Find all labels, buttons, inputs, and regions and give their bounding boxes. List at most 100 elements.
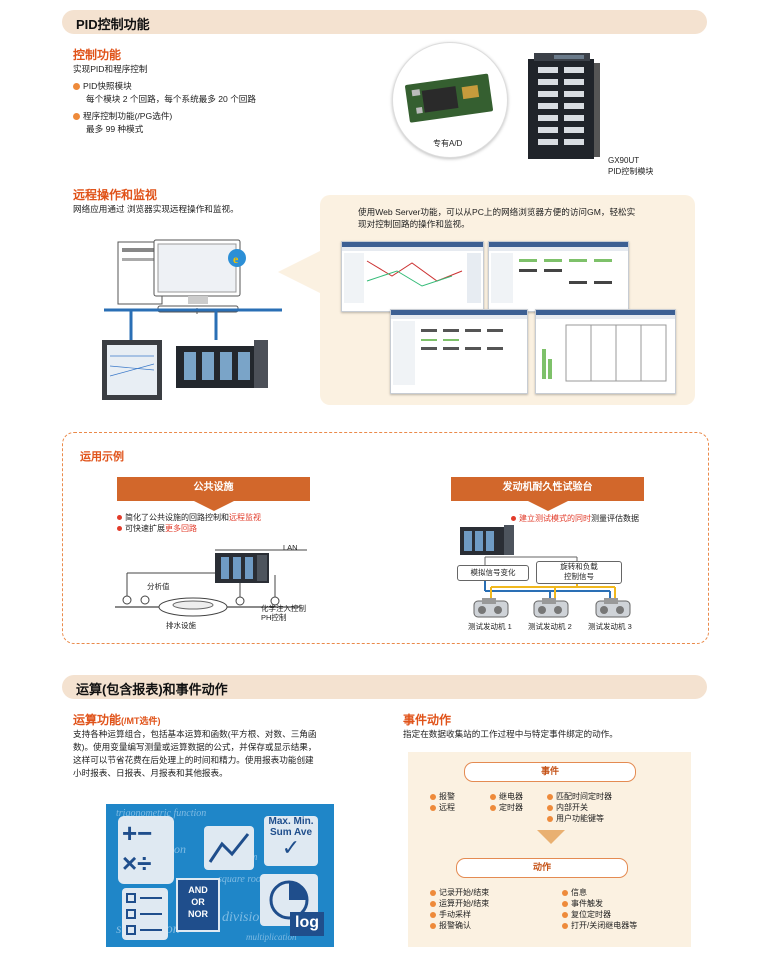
network-diagram-svg: e bbox=[102, 239, 282, 400]
events-col-3: 匹配时间定时器 内部开关 用户功能键等 bbox=[547, 791, 612, 824]
engine-2-label: 测试发动机 2 bbox=[528, 622, 572, 631]
sumave-label: Sum Ave bbox=[269, 827, 313, 838]
bullet-icon bbox=[73, 113, 80, 120]
bullet-icon bbox=[547, 805, 553, 811]
chem-label: 化学注入控制 bbox=[261, 604, 306, 613]
event-item-label: 报警 bbox=[439, 792, 455, 801]
engine-icon bbox=[595, 598, 631, 618]
module-caption-1: GX90UT bbox=[608, 156, 640, 165]
browser-screenshot-2 bbox=[488, 241, 629, 312]
action-item: 复位定时器 bbox=[562, 909, 637, 920]
logic-tile: AND OR NOR bbox=[176, 878, 220, 932]
word-trig: trigonometric function bbox=[116, 808, 207, 819]
action-item: 手动采样 bbox=[430, 909, 489, 920]
examples-heading: 运用示例 bbox=[80, 451, 124, 463]
bullet-icon bbox=[430, 805, 436, 811]
word-multiplication: multiplication bbox=[246, 932, 297, 942]
bullet-icon bbox=[430, 794, 436, 800]
pie-tile bbox=[260, 874, 318, 926]
lan-label: LAN bbox=[283, 543, 298, 552]
public-bullet-2-text: 可快速扩展 bbox=[125, 524, 165, 533]
calc-illustration: trigonometric function addition logarith… bbox=[106, 804, 334, 947]
event-item-label: 定时器 bbox=[499, 803, 523, 812]
module-icon bbox=[528, 53, 600, 159]
bullet-icon bbox=[430, 890, 436, 896]
section-title-pid: PID控制功能 bbox=[76, 17, 150, 32]
and-label: AND bbox=[188, 885, 208, 895]
browser-screenshot-4 bbox=[535, 309, 676, 394]
calcfn-heading: 运算功能(/MT选件) bbox=[73, 711, 161, 728]
engine-bullet-1: 建立测试模式的同时测量评估数据 bbox=[511, 513, 639, 524]
stats-tile: Max. Min. Sum Ave ✓ bbox=[264, 816, 318, 866]
gx90ut-module-image bbox=[524, 53, 604, 163]
checklist-tile bbox=[122, 888, 168, 940]
control-item-2: 程序控制功能(/PG选件) 最多 99 种模式 bbox=[73, 110, 172, 136]
bullet-icon bbox=[430, 912, 436, 918]
event-action-panel bbox=[408, 752, 691, 947]
event-item-label: 远程 bbox=[439, 803, 455, 812]
event-item-label: 内部开关 bbox=[556, 803, 588, 812]
events-col-1: 报警 远程 bbox=[430, 791, 455, 813]
engine-bullet-red: 建立测试模式的同时 bbox=[519, 514, 591, 523]
bullet-icon bbox=[430, 901, 436, 907]
bullet-icon bbox=[117, 526, 122, 531]
event-item: 用户功能键等 bbox=[547, 813, 612, 824]
remote-desc: 网络应用通过 浏览器实现远程操作和监视。 bbox=[73, 204, 239, 214]
browser-screenshot-3 bbox=[390, 309, 528, 394]
facility-diagram-svg bbox=[115, 549, 307, 617]
control-heading: 控制功能 bbox=[73, 48, 122, 62]
graph-icon bbox=[208, 833, 250, 863]
event-desc: 指定在数据收集站的工作过程中与特定事件绑定的动作。 bbox=[403, 729, 618, 739]
action-item-label: 打开/关闭继电器等 bbox=[571, 921, 638, 930]
bullet-icon bbox=[430, 923, 436, 929]
action-item-label: 信息 bbox=[571, 888, 587, 897]
engine-2-image bbox=[530, 598, 572, 620]
calcfn-heading-text: 运算功能 bbox=[73, 713, 122, 727]
banner-public-facility: 公共设施 bbox=[117, 477, 310, 511]
engine-icon bbox=[533, 598, 569, 618]
engine-bullet-text: 测量评估数据 bbox=[591, 514, 639, 523]
calcfn-line-3: 这样可以节省花费在后处理上的时间和精力。使用报表功能创建 bbox=[73, 755, 314, 765]
network-diagram: e bbox=[98, 236, 288, 404]
action-item: 记录开始/结束 bbox=[430, 887, 489, 898]
event-item-label: 匹配时间定时器 bbox=[556, 792, 612, 801]
engine-icon bbox=[473, 598, 509, 618]
action-item-label: 复位定时器 bbox=[571, 910, 611, 919]
bullet-icon bbox=[547, 816, 553, 822]
bullet-icon bbox=[562, 923, 568, 929]
svg-text:e: e bbox=[233, 252, 239, 266]
rotation-box: 旋转和负载 控制信号 bbox=[536, 561, 622, 584]
remote-heading: 远程操作和监视 bbox=[73, 188, 158, 202]
public-bullet-1-text: 简化了公共设施的回路控制和 bbox=[125, 513, 229, 522]
action-item-label: 事件触发 bbox=[571, 899, 603, 908]
bullet-icon bbox=[73, 83, 80, 90]
bullet-icon bbox=[562, 912, 568, 918]
action-item: 打开/关闭继电器等 bbox=[562, 920, 637, 931]
circuit-board-icon bbox=[405, 73, 493, 123]
event-heading: 事件动作 bbox=[403, 713, 452, 727]
section-bar-calc: 运算(包含报表)和事件动作 bbox=[62, 675, 707, 699]
event-item-label: 继电器 bbox=[499, 792, 523, 801]
action-item-label: 运算开始/结束 bbox=[439, 899, 490, 908]
calcfn-line-2: 数)。使用变量编写测量或运算数据的公式，并保存或显示结果， bbox=[73, 742, 317, 752]
action-item: 报警确认 bbox=[430, 920, 489, 931]
or-label: OR bbox=[191, 897, 205, 907]
engine-3-label: 测试发动机 3 bbox=[588, 622, 632, 631]
checklist-icon bbox=[126, 893, 162, 935]
drain-label: 排水设施 bbox=[166, 621, 196, 630]
arith-tile bbox=[118, 816, 174, 884]
event-item-label: 用户功能键等 bbox=[556, 814, 604, 823]
public-bullet-1-red: 远程监视 bbox=[229, 513, 261, 522]
callout-line-1: 使用Web Server功能，可以从PC上的网络浏览器方便的访问GM，轻松实 bbox=[358, 207, 636, 217]
public-bullet-1: 简化了公共设施的回路控制和远程监视 bbox=[117, 512, 261, 523]
ph-label: PH控制 bbox=[261, 613, 287, 622]
control-intro: 实现PID和程序控制 bbox=[73, 64, 148, 74]
control-item-detail: 每个模块 2 个回路，每个系统最多 20 个回路 bbox=[86, 94, 256, 104]
event-pill: 事件 bbox=[464, 762, 636, 782]
action-item-label: 报警确认 bbox=[439, 921, 471, 930]
engine-recorder-image bbox=[460, 525, 515, 557]
bullet-icon bbox=[490, 805, 496, 811]
event-item: 报警 bbox=[430, 791, 455, 802]
event-item: 继电器 bbox=[490, 791, 523, 802]
maxmin-label: Max. Min. bbox=[268, 816, 314, 827]
